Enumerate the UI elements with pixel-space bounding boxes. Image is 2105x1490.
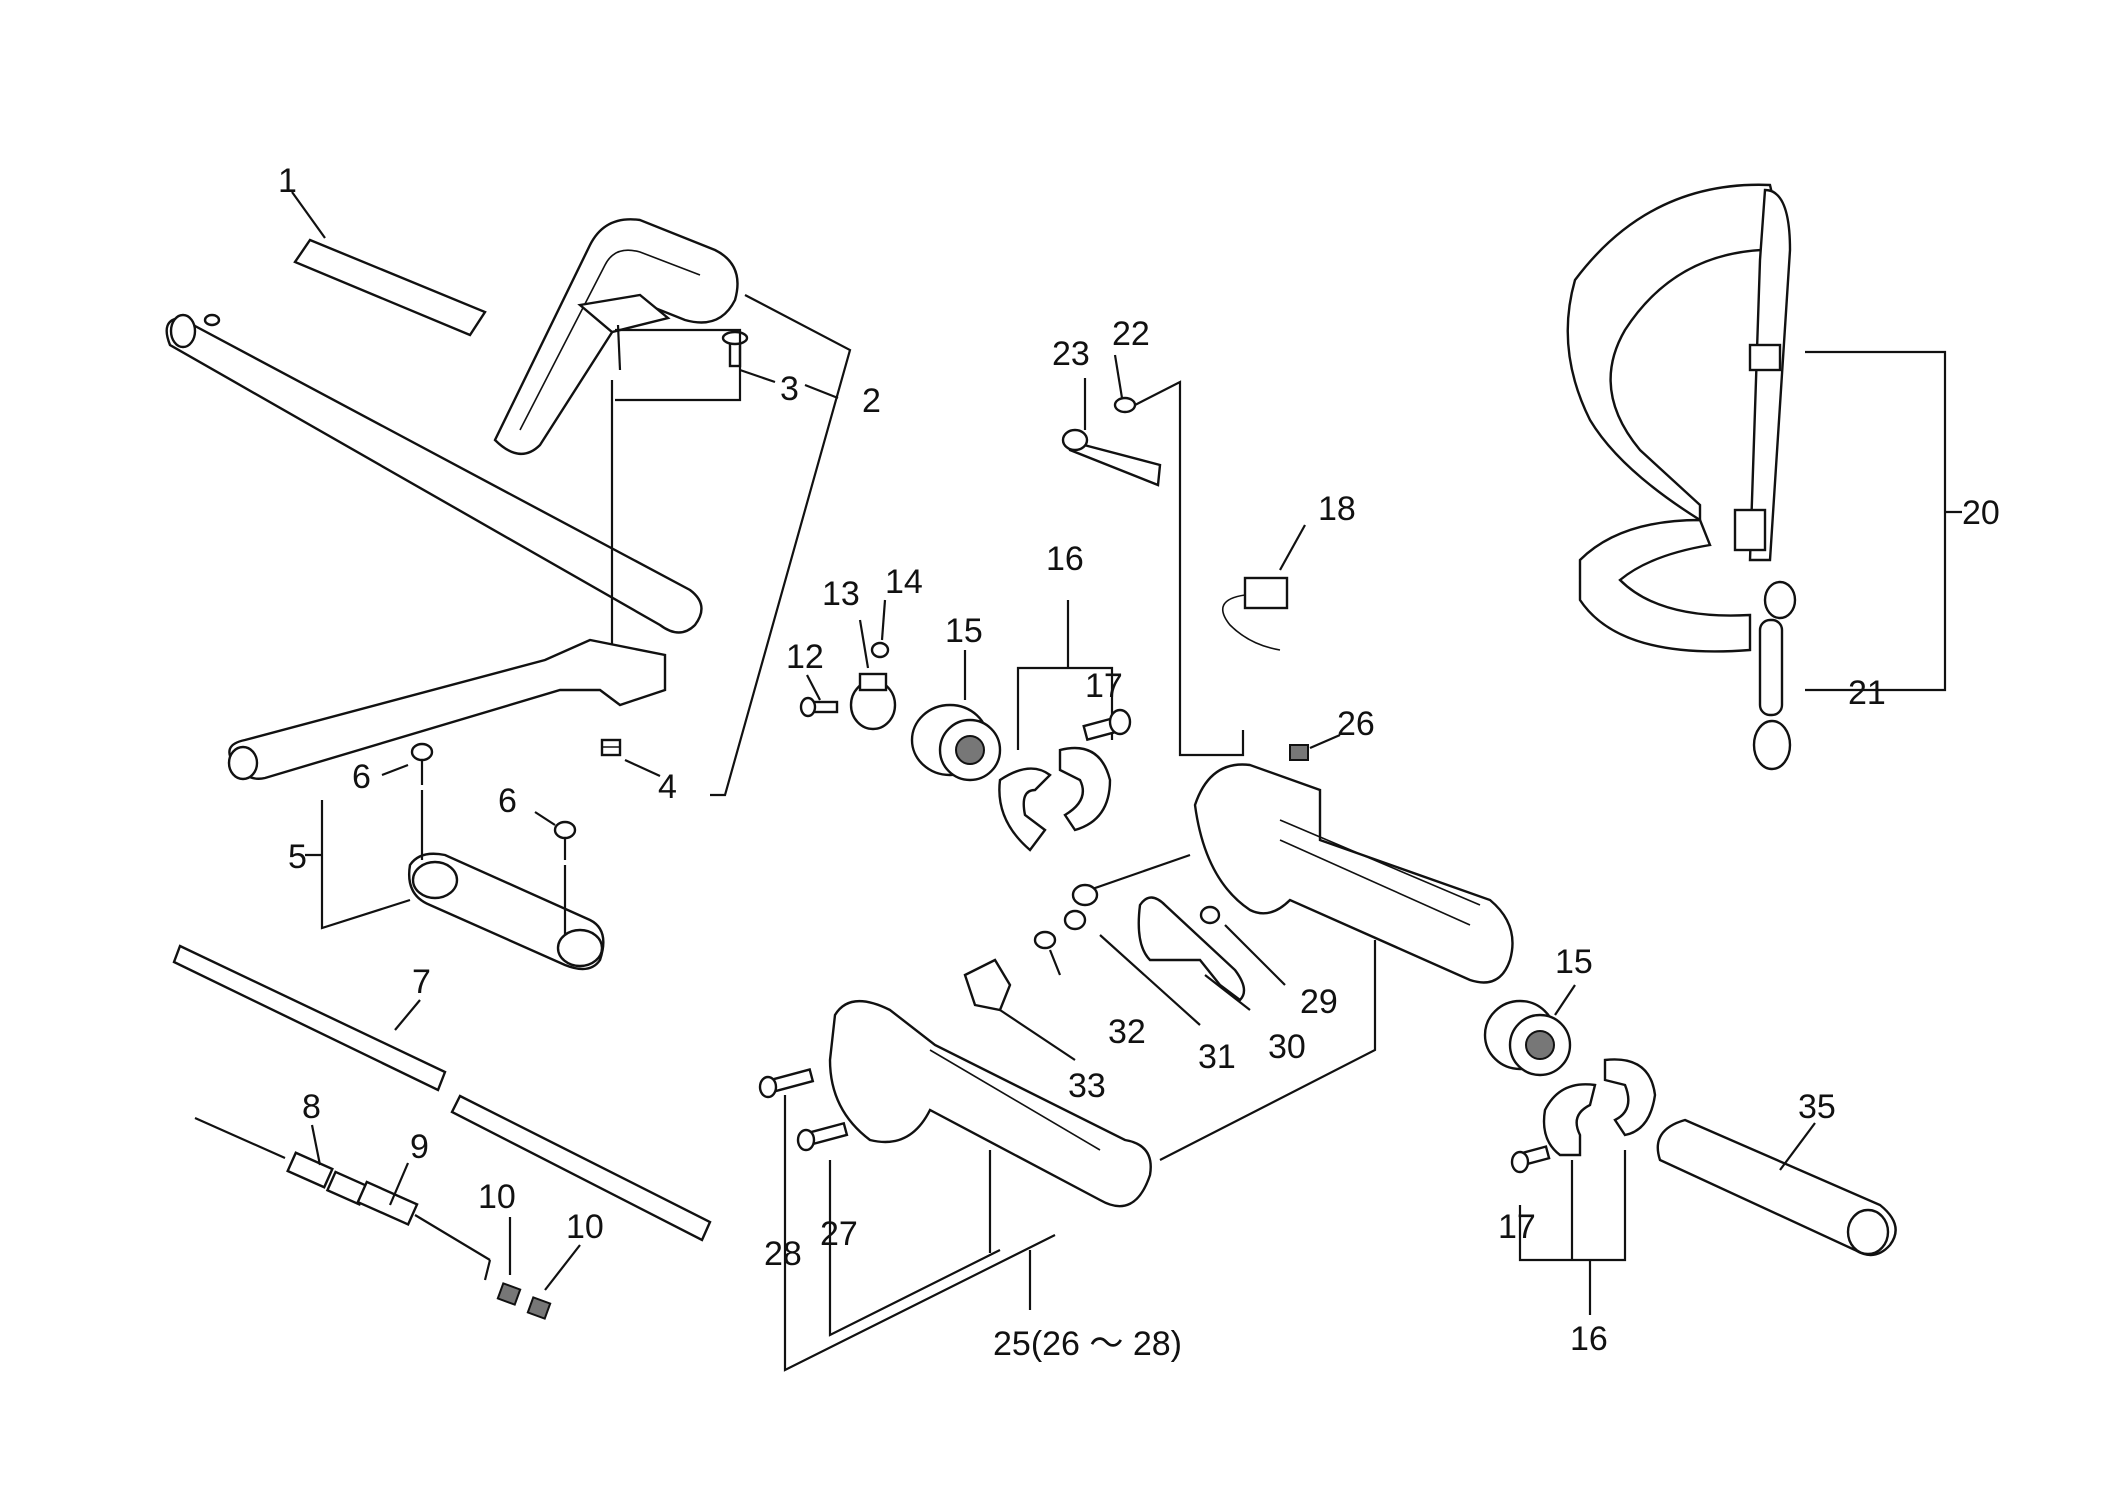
label-part-16a: 16: [1046, 540, 1084, 578]
part-switch-18: [1221, 576, 1289, 651]
part-nut-10b: [526, 1296, 552, 1320]
part-bolt-27: [796, 1121, 849, 1152]
label-part-7: 7: [412, 963, 431, 1001]
part-drive-shaft: [172, 944, 712, 1242]
part-grommet-15b: [1483, 999, 1572, 1077]
part-harness-20: [1566, 183, 1792, 653]
label-part-18: 18: [1318, 490, 1356, 528]
part-lower-housing-25: [828, 999, 1152, 1208]
part-decal: [293, 238, 487, 337]
label-part-15a: 15: [945, 612, 983, 650]
part-bolt-17b: [1510, 1145, 1551, 1174]
label-part-1: 1: [278, 162, 297, 200]
label-part-6b: 6: [498, 782, 517, 820]
label-part-22: 22: [1112, 315, 1150, 353]
label-part-9: 9: [410, 1128, 429, 1166]
label-part-35: 35: [1798, 1088, 1836, 1126]
label-part-15b: 15: [1555, 943, 1593, 981]
part-spring-29: [1199, 905, 1221, 925]
label-part-10b: 10: [566, 1208, 604, 1246]
part-trigger-30: [1137, 896, 1246, 1002]
part-half-clamp-16b: [1542, 1058, 1657, 1157]
part-half-clamp-16a: [998, 746, 1112, 852]
part-snap-hook-21: [1752, 580, 1797, 771]
label-part-32: 32: [1108, 1013, 1146, 1051]
part-hook-23: [1061, 428, 1162, 487]
part-grip-lever: [227, 638, 667, 781]
part-spring-32: [1033, 930, 1057, 950]
label-part-8: 8: [302, 1088, 321, 1126]
part-stopper-33: [963, 958, 1012, 1012]
part-nut-4: [600, 738, 622, 757]
part-nut-14: [870, 641, 890, 659]
label-part-5: 5: [288, 838, 307, 876]
label-part-12: 12: [786, 638, 824, 676]
part-bolt-28: [758, 1068, 815, 1099]
label-part-16b: 16: [1570, 1320, 1608, 1358]
label-part-23: 23: [1052, 335, 1090, 373]
part-nut-10a: [496, 1282, 522, 1306]
label-part-14: 14: [885, 563, 923, 601]
label-part-2: 2: [862, 382, 881, 420]
part-tube-35: [1656, 1118, 1897, 1257]
label-part-29: 29: [1300, 983, 1338, 1021]
label-part-21: 21: [1848, 674, 1886, 712]
label-part-27: 27: [820, 1215, 858, 1253]
label-part-33: 33: [1068, 1067, 1106, 1105]
part-grommet-15a: [910, 703, 1002, 782]
label-part-30: 30: [1268, 1028, 1306, 1066]
label-part-3: 3: [780, 370, 799, 408]
part-bolt-17a: [1082, 708, 1132, 742]
label-part-13: 13: [822, 575, 860, 613]
label-part-25: 25(26 〜 28): [993, 1325, 1182, 1363]
part-throttle-cable: [194, 1116, 492, 1281]
label-part-4: 4: [658, 768, 677, 806]
part-nut-26: [1289, 744, 1309, 761]
label-part-17a: 17: [1085, 667, 1123, 705]
part-pipe: [165, 313, 703, 634]
part-bolt-12: [799, 696, 839, 718]
label-part-10a: 10: [478, 1178, 516, 1216]
label-part-6a: 6: [352, 758, 371, 796]
part-clamp-13: [849, 672, 897, 731]
label-part-17b: 17: [1498, 1208, 1536, 1246]
part-screw-6b: [553, 820, 577, 935]
part-spring-22: [1113, 396, 1137, 414]
part-screw-6a: [410, 742, 434, 860]
label-part-28: 28: [764, 1235, 802, 1273]
part-loop-handle: [493, 218, 739, 455]
label-part-26: 26: [1337, 705, 1375, 743]
part-clamp-5: [408, 852, 605, 971]
part-pin-31: [1063, 883, 1099, 931]
part-throttle-housing: [1193, 763, 1514, 984]
label-part-31: 31: [1198, 1038, 1236, 1076]
part-bolt-3: [721, 330, 749, 368]
label-part-20: 20: [1962, 494, 2000, 532]
